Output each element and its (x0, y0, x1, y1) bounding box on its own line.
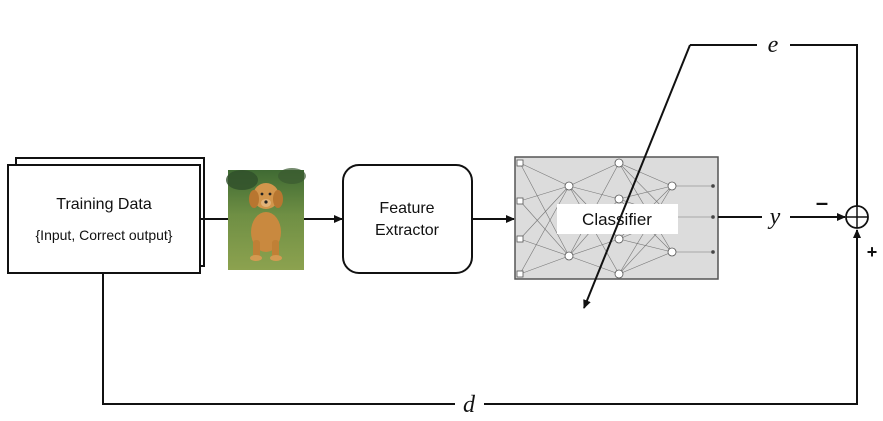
network-edge (568, 255, 620, 275)
network-edge (568, 162, 620, 187)
network-node (711, 184, 715, 188)
network-edge (519, 185, 570, 240)
network-edge (519, 162, 570, 257)
feature-extractor-line2: Extractor (375, 222, 440, 239)
desired-path-right (484, 229, 861, 405)
classifier-label: Classifier (582, 210, 652, 229)
output-y-label: y (768, 204, 781, 230)
network-edge (519, 162, 570, 187)
error-e-label: e (768, 32, 779, 58)
network-edge (568, 185, 620, 200)
network-node (516, 235, 524, 243)
network-node (516, 197, 524, 205)
network-node (614, 269, 624, 279)
classifier-network: Classifier (514, 156, 719, 280)
network-edge (618, 251, 673, 275)
network-edge (519, 255, 570, 275)
network-node (564, 251, 574, 261)
puppy-photo (226, 168, 306, 270)
network-node (516, 270, 524, 278)
feature-extractor-box: Feature Extractor (342, 164, 473, 274)
feature-extractor-line1: Feature (379, 200, 434, 217)
training-data-box: Training Data {Input, Correct output} (7, 157, 205, 274)
network-node (667, 181, 677, 191)
error-adjust-arrow (583, 44, 691, 309)
network-node (564, 181, 574, 191)
network-edge (618, 162, 673, 187)
plus-sign: + (867, 242, 878, 262)
network-node (711, 215, 715, 219)
network-node (614, 194, 624, 204)
network-node (711, 250, 715, 254)
training-data-title: Training Data (56, 196, 152, 213)
network-edge (519, 238, 570, 257)
network-edge (519, 185, 570, 202)
network-node (667, 247, 677, 257)
network-node (516, 159, 524, 167)
summing-junction (845, 205, 869, 229)
desired-d-label: d (463, 392, 476, 418)
desired-path-left (102, 273, 455, 405)
network-node (614, 158, 624, 168)
network-node (614, 234, 624, 244)
network-edge (519, 185, 570, 275)
error-path (790, 44, 858, 206)
network-edge (519, 200, 570, 257)
minus-sign: – (816, 190, 828, 215)
training-data-subtitle: {Input, Correct output} (36, 227, 173, 243)
